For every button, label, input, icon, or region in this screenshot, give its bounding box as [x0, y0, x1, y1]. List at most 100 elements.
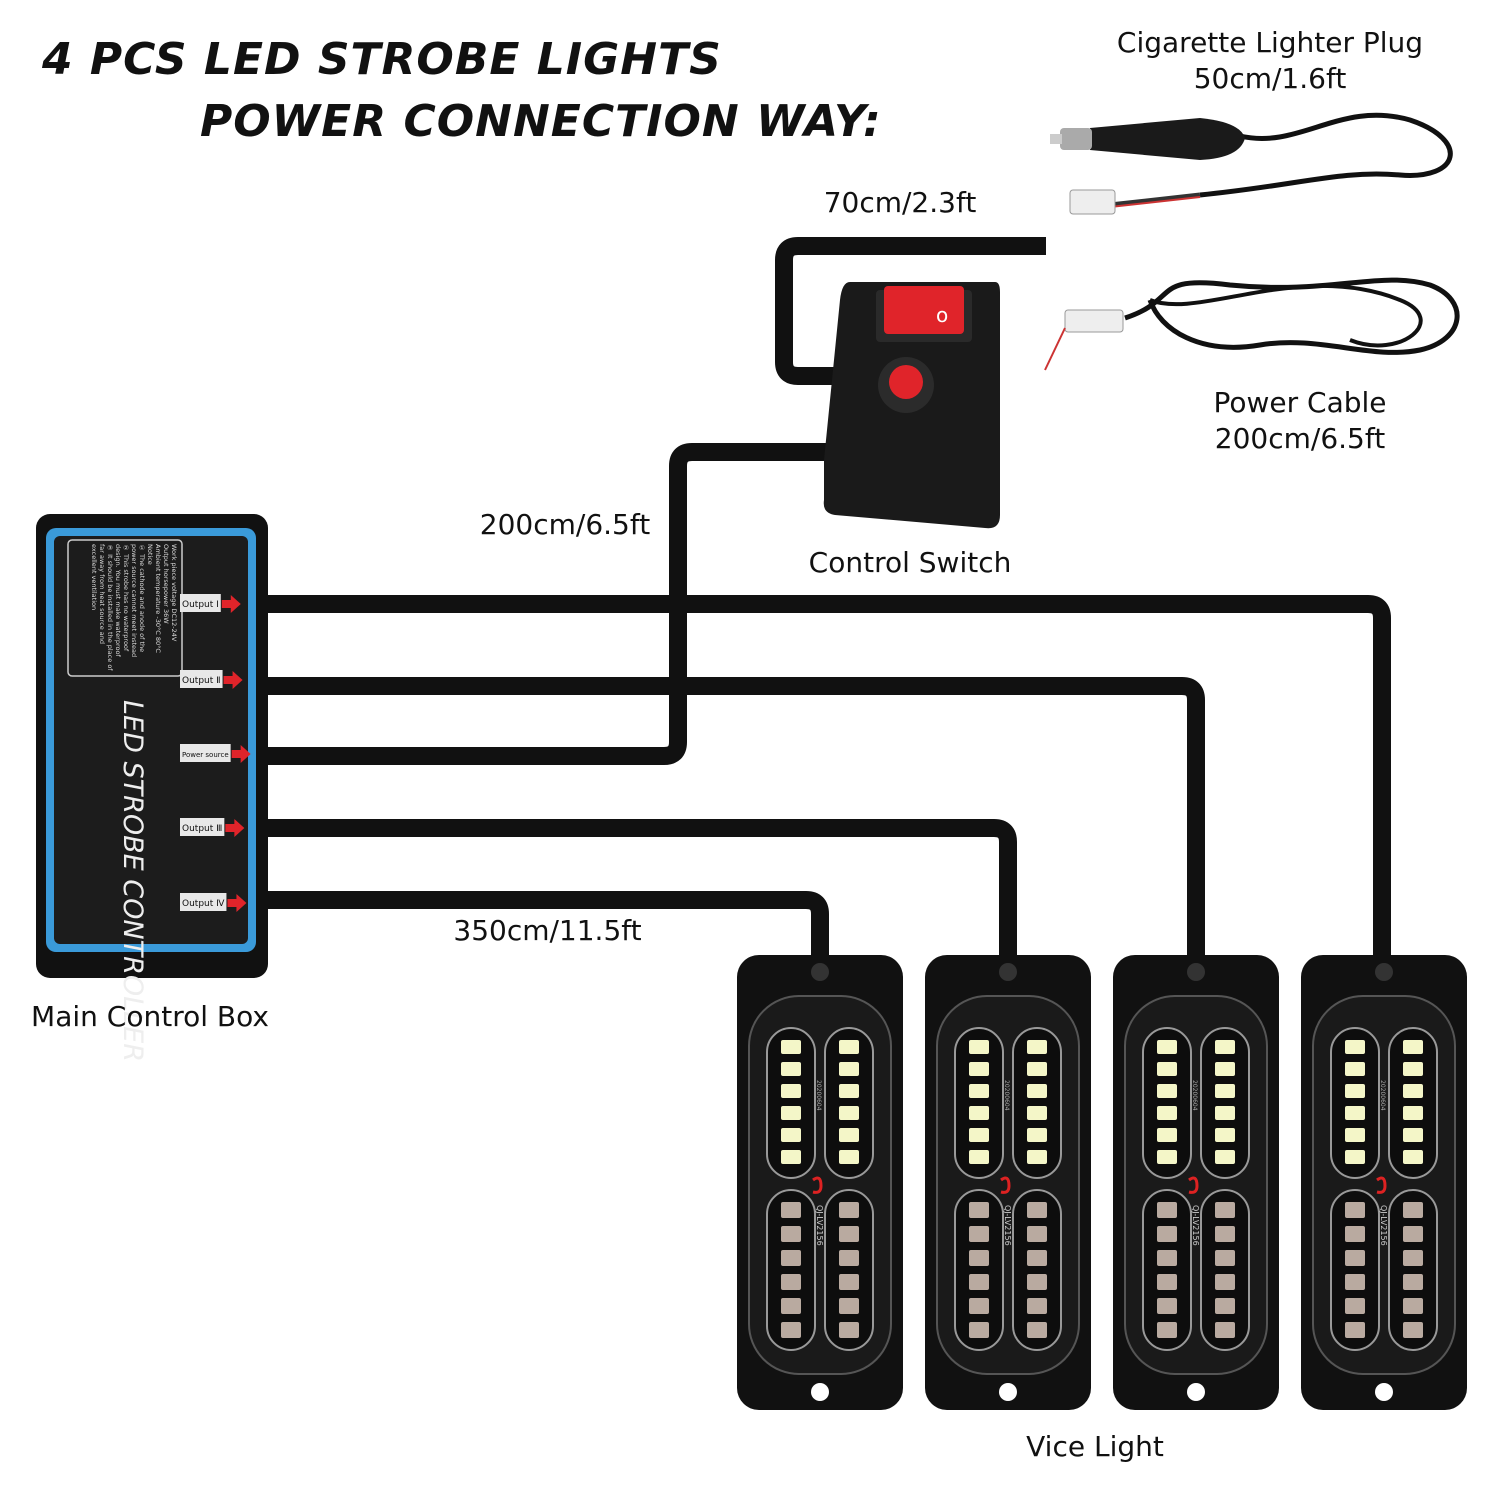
white-led: [1027, 1084, 1047, 1098]
white-led: [969, 1040, 989, 1054]
mount-hole: [811, 1383, 829, 1401]
amber-led: [969, 1322, 989, 1338]
amber-led: [839, 1322, 859, 1338]
model-number: QJ-LV2156: [815, 1205, 824, 1246]
spec-line: Work piece voltage DC12-24V: [170, 544, 178, 642]
amber-led: [1215, 1250, 1235, 1266]
cable-output-3: [262, 819, 1017, 960]
controller-name: LED STROBE CONTROLLER: [117, 700, 148, 1062]
spec-line: ② This strobe has no waterproof design. …: [114, 544, 130, 657]
port-label-group: Output Ⅳ: [180, 893, 247, 912]
amber-led: [1345, 1226, 1365, 1242]
switch-to-box-length: 200cm/6.5ft: [479, 508, 651, 541]
amber-led: [1027, 1226, 1047, 1242]
amber-led: [1027, 1274, 1047, 1290]
amber-led: [1403, 1226, 1423, 1242]
white-led: [1403, 1062, 1423, 1076]
power-cable-length: 200cm/6.5ft: [1214, 422, 1386, 455]
white-led: [1157, 1084, 1177, 1098]
amber-led: [781, 1250, 801, 1266]
port-label: Output Ⅱ: [182, 676, 221, 686]
output-cable-length: 350cm/11.5ft: [453, 914, 642, 947]
push-button[interactable]: [889, 365, 923, 399]
port-label-group: Output Ⅰ: [180, 594, 241, 613]
amber-led: [1403, 1322, 1423, 1338]
mount-hole: [1187, 1383, 1205, 1401]
port-arrow-icon: [227, 894, 247, 912]
amber-led: [1157, 1298, 1177, 1314]
power-cable-label: Power Cable: [1213, 386, 1387, 419]
amber-led: [781, 1322, 801, 1338]
white-led: [1345, 1150, 1365, 1164]
amber-led: [1215, 1298, 1235, 1314]
rocker-switch[interactable]: [884, 286, 964, 334]
white-led: [781, 1150, 801, 1164]
white-led: [1027, 1040, 1047, 1054]
model-number: QJ-LV2156: [1379, 1205, 1388, 1246]
title-line-2: POWER CONNECTION WAY:: [200, 96, 882, 147]
port-label: Output Ⅰ: [182, 600, 219, 610]
white-led: [781, 1106, 801, 1120]
switch-cable-length: 70cm/2.3ft: [823, 186, 977, 219]
port-label-group: Output Ⅲ: [180, 818, 245, 837]
white-led: [1027, 1062, 1047, 1076]
port-arrow-icon: [231, 745, 251, 763]
vice-light: QJ-LV2156 20200604: [737, 955, 903, 1410]
white-led: [1157, 1128, 1177, 1142]
white-led: [1027, 1128, 1047, 1142]
model-number: QJ-LV2156: [1003, 1205, 1012, 1246]
white-led: [1345, 1128, 1365, 1142]
amber-led: [1345, 1250, 1365, 1266]
white-led: [1215, 1106, 1235, 1120]
pcb-code: 20200604: [815, 1080, 822, 1111]
amber-led: [1027, 1298, 1047, 1314]
white-led: [969, 1106, 989, 1120]
amber-led: [969, 1298, 989, 1314]
cable-power-source: [262, 443, 840, 765]
amber-led: [969, 1250, 989, 1266]
pcb-code: 20200604: [1379, 1080, 1386, 1111]
spec-panel: Work piece voltage DC12-24V Output horse…: [72, 544, 178, 672]
white-led: [1215, 1040, 1235, 1054]
mount-hole: [1375, 1383, 1393, 1401]
cable-output-1: [262, 595, 1391, 960]
port-arrow-icon: [223, 671, 243, 689]
amber-led: [1345, 1322, 1365, 1338]
white-led: [1345, 1106, 1365, 1120]
white-led: [1027, 1150, 1047, 1164]
white-led: [1157, 1150, 1177, 1164]
cable-output-4: [262, 891, 829, 960]
spec-line: ① The cathode and anode of the power sou…: [130, 544, 146, 658]
amber-led: [1027, 1250, 1047, 1266]
amber-led: [1215, 1274, 1235, 1290]
amber-led: [1157, 1322, 1177, 1338]
cable-switch-input: [775, 237, 1046, 385]
port-label: Output Ⅲ: [182, 824, 222, 834]
port-arrow-icon: [225, 819, 245, 837]
rocker-off-mark: o: [936, 303, 948, 327]
white-led: [969, 1084, 989, 1098]
white-led: [1157, 1062, 1177, 1076]
white-led: [839, 1128, 859, 1142]
cigarette-plug-length: 50cm/1.6ft: [1193, 62, 1347, 95]
amber-led: [1157, 1202, 1177, 1218]
white-led: [839, 1106, 859, 1120]
cigarette-plug-label: Cigarette Lighter Plug: [1116, 26, 1424, 59]
white-led: [1215, 1150, 1235, 1164]
white-led: [969, 1150, 989, 1164]
white-led: [1215, 1128, 1235, 1142]
white-led: [1345, 1084, 1365, 1098]
port-arrow-icon: [221, 595, 241, 613]
vice-light-label: Vice Light: [1026, 1430, 1164, 1463]
amber-led: [1157, 1250, 1177, 1266]
control-switch: o: [823, 282, 1000, 529]
amber-led: [969, 1274, 989, 1290]
white-led: [969, 1062, 989, 1076]
model-number: QJ-LV2156: [1191, 1205, 1200, 1246]
port-label-group: Power source: [180, 744, 251, 763]
white-led: [781, 1084, 801, 1098]
amber-led: [781, 1298, 801, 1314]
control-switch-label: Control Switch: [808, 546, 1012, 579]
